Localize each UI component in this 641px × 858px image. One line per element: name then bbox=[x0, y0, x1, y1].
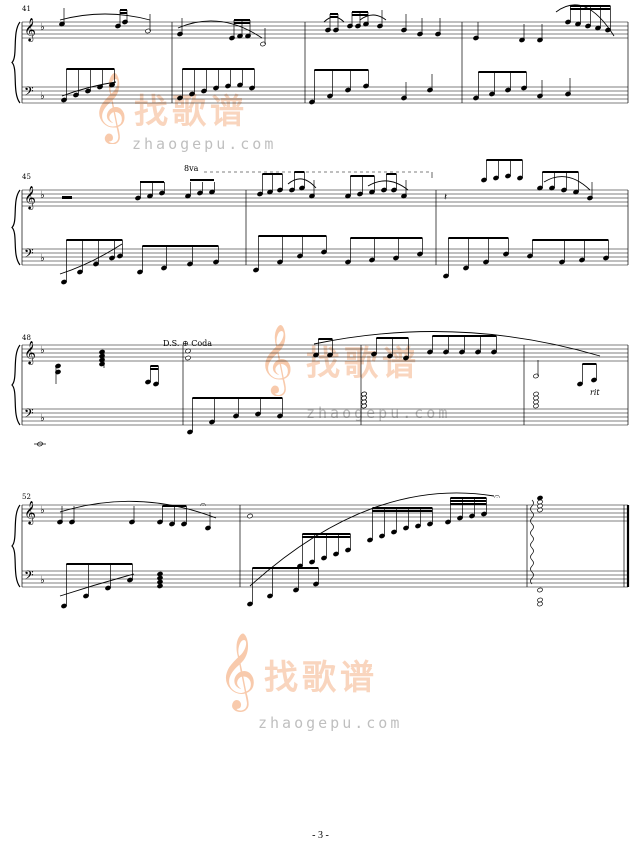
notehead bbox=[115, 23, 121, 29]
notehead bbox=[309, 193, 315, 199]
notehead bbox=[537, 93, 543, 99]
notehead bbox=[377, 23, 383, 29]
slur bbox=[543, 176, 591, 191]
fermata-icon: 𝄐 bbox=[494, 490, 500, 503]
key-flat-icon: ♭ bbox=[40, 91, 45, 102]
slur bbox=[555, 4, 615, 37]
notehead bbox=[417, 31, 423, 37]
coda-icon: ⊕ bbox=[181, 339, 189, 348]
notehead bbox=[473, 35, 479, 41]
bass-clef-icon: 𝄢 bbox=[24, 406, 34, 424]
whole-rest bbox=[62, 196, 72, 199]
notehead bbox=[537, 507, 543, 513]
fermata-icon: 𝄐 bbox=[200, 498, 206, 511]
notehead bbox=[229, 35, 235, 41]
notehead bbox=[565, 91, 571, 97]
notehead bbox=[533, 403, 539, 409]
quarter-rest-icon: 𝄽 bbox=[444, 192, 447, 203]
slur bbox=[313, 331, 601, 357]
measure-number: 48 bbox=[22, 334, 31, 342]
measure-number: 41 bbox=[22, 5, 31, 13]
notehead bbox=[533, 373, 539, 379]
ritardando-marking: rit bbox=[590, 388, 600, 397]
notehead bbox=[55, 363, 61, 369]
notehead bbox=[185, 348, 191, 354]
notehead bbox=[145, 28, 151, 34]
coda-label: Coda bbox=[191, 339, 213, 348]
notehead bbox=[587, 195, 593, 201]
notehead bbox=[537, 587, 543, 593]
notehead bbox=[325, 27, 331, 33]
measure-number: 52 bbox=[22, 493, 31, 501]
ds-al-coda-direction: D.S. ⊕ Coda bbox=[163, 339, 212, 348]
notehead bbox=[355, 23, 361, 29]
notehead bbox=[260, 41, 266, 47]
rit-label: rit bbox=[590, 388, 600, 397]
notehead bbox=[537, 601, 543, 607]
treble-clef-icon: 𝄞 bbox=[24, 500, 36, 525]
key-flat-icon: ♭ bbox=[40, 190, 45, 201]
slur bbox=[249, 492, 495, 587]
ottava-marking: 8va bbox=[184, 164, 199, 173]
slur bbox=[177, 20, 263, 39]
arpeggio-icon bbox=[530, 499, 534, 585]
key-flat-icon: ♭ bbox=[40, 22, 45, 33]
key-flat-icon: ♭ bbox=[40, 345, 45, 356]
page-number: - 3 - bbox=[312, 830, 329, 841]
notehead bbox=[99, 361, 105, 367]
treble-clef-icon: 𝄞 bbox=[24, 17, 36, 42]
slur bbox=[59, 243, 123, 275]
notehead bbox=[185, 355, 191, 361]
notehead bbox=[537, 37, 543, 43]
notehead bbox=[401, 95, 407, 101]
key-flat-icon: ♭ bbox=[40, 253, 45, 264]
bass-clef-icon: 𝄢 bbox=[24, 246, 34, 264]
slur bbox=[61, 81, 117, 97]
notehead bbox=[157, 583, 163, 589]
slur bbox=[59, 573, 135, 597]
treble-clef-icon: 𝄞 bbox=[24, 340, 36, 365]
ds-label: D.S. bbox=[163, 339, 180, 348]
treble-clef-icon: 𝄞 bbox=[24, 185, 36, 210]
notehead bbox=[205, 525, 211, 531]
notehead bbox=[435, 31, 441, 37]
notehead bbox=[122, 19, 128, 25]
notehead bbox=[177, 31, 183, 37]
measure-number: 45 bbox=[22, 173, 31, 181]
brace bbox=[11, 344, 21, 426]
notehead bbox=[347, 23, 353, 29]
key-flat-icon: ♭ bbox=[40, 575, 45, 586]
notehead bbox=[363, 21, 369, 27]
notehead bbox=[59, 21, 65, 27]
notehead bbox=[333, 27, 339, 33]
slur bbox=[323, 16, 345, 23]
notehead bbox=[247, 513, 253, 519]
notehead bbox=[519, 37, 525, 43]
key-flat-icon: ♭ bbox=[40, 505, 45, 516]
notehead bbox=[69, 519, 75, 525]
notehead bbox=[237, 33, 243, 39]
slur bbox=[59, 500, 217, 519]
brace bbox=[11, 189, 21, 266]
key-flat-icon: ♭ bbox=[40, 413, 45, 424]
notehead bbox=[55, 369, 61, 375]
notehead bbox=[401, 27, 407, 33]
brace bbox=[11, 504, 21, 588]
notehead bbox=[57, 519, 63, 525]
slur bbox=[359, 14, 387, 21]
notehead bbox=[361, 403, 367, 409]
notehead bbox=[427, 87, 433, 93]
brace bbox=[11, 21, 21, 104]
notehead bbox=[245, 33, 251, 39]
bass-clef-icon: 𝄢 bbox=[24, 84, 34, 102]
bass-clef-icon: 𝄢 bbox=[24, 568, 34, 586]
slur bbox=[59, 13, 151, 21]
slur bbox=[367, 180, 409, 191]
notehead bbox=[129, 519, 135, 525]
notehead bbox=[401, 193, 407, 199]
